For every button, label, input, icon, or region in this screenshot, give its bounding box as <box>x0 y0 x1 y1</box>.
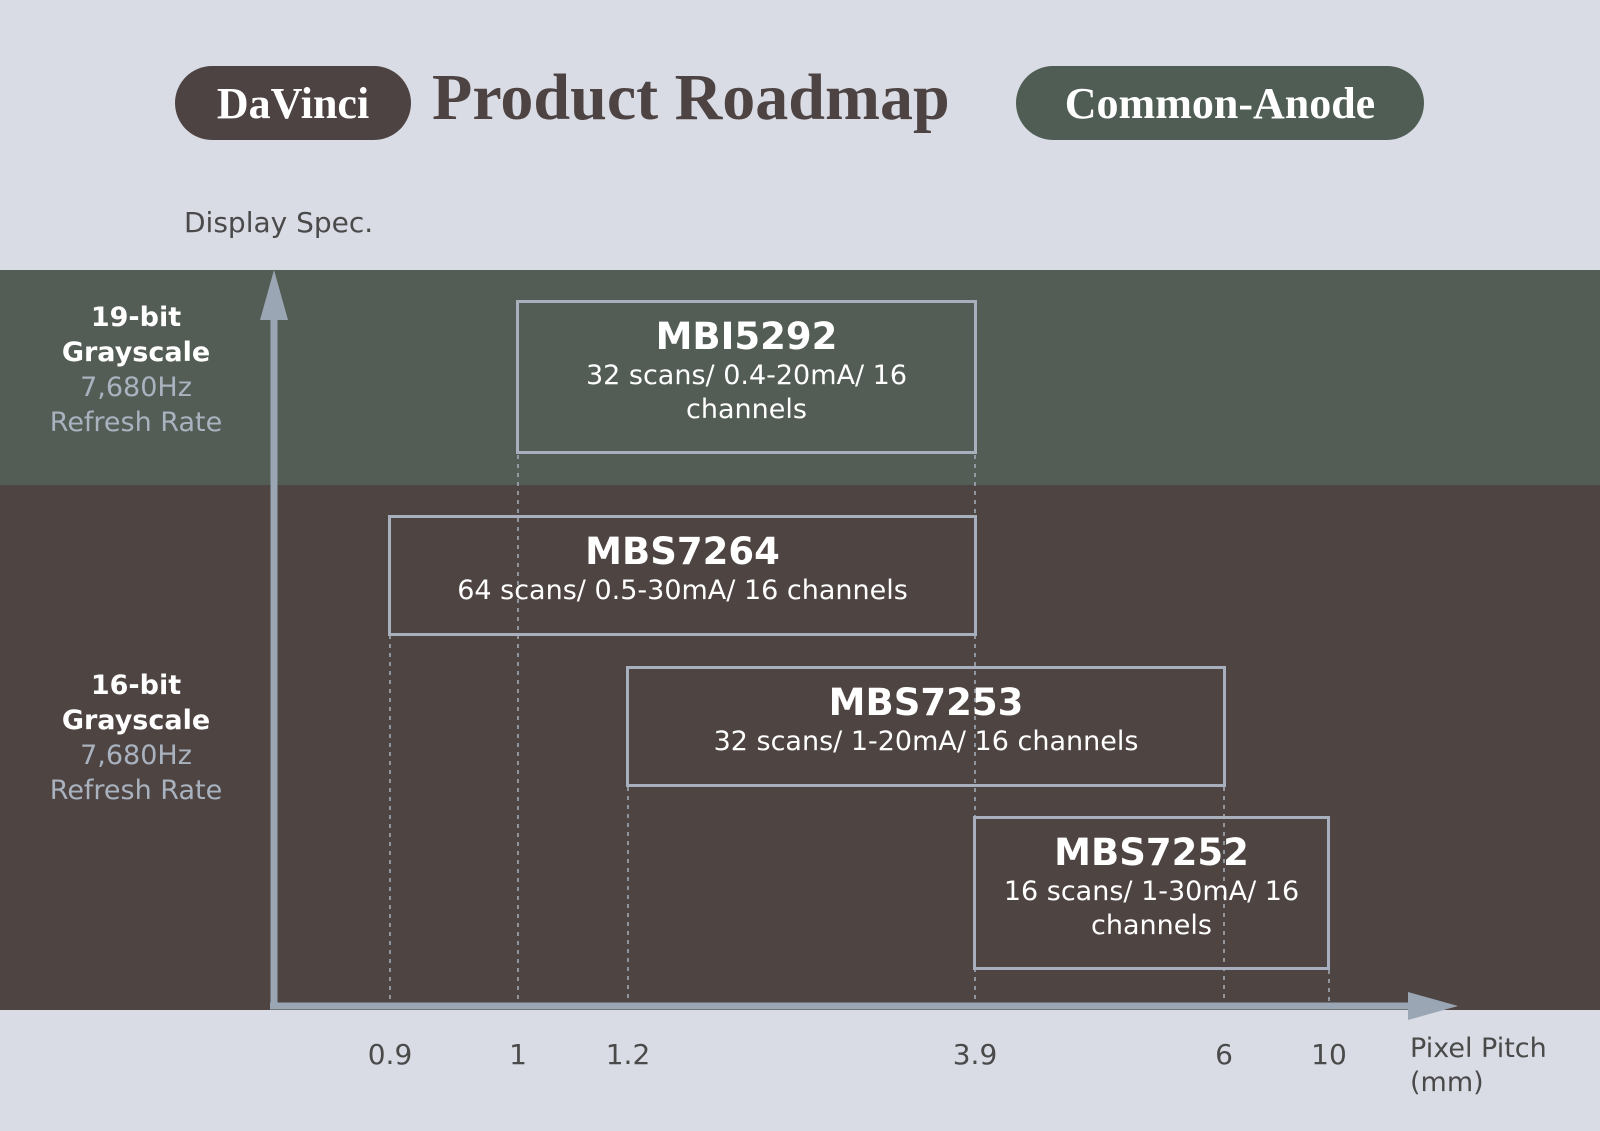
product-name: MBI5292 <box>655 315 838 358</box>
product-name: MBS7252 <box>1054 831 1249 874</box>
product-spec: 64 scans/ 0.5-30mA/ 16 channels <box>457 575 908 606</box>
x-axis-title-line: Pixel Pitch <box>1410 1033 1547 1064</box>
tier-refresh-hz: 7,680Hz <box>80 372 192 403</box>
x-tick-label: 6 <box>1215 1038 1233 1071</box>
x-tick-label: 0.9 <box>367 1038 413 1071</box>
product-box-mbi5292: MBI5292 32 scans/ 0.4-20mA/ 16 channels <box>516 300 977 454</box>
y-axis-arrow <box>260 270 288 320</box>
product-spec: 32 scans/ 0.4-20mA/ 16 channels <box>585 360 908 425</box>
product-name: MBS7253 <box>828 681 1024 724</box>
product-name: MBS7264 <box>585 530 780 573</box>
tier-grayscale: Grayscale <box>61 337 211 368</box>
tier-refresh-hz: 7,680Hz <box>80 740 192 771</box>
tier-refresh-label: Refresh Rate <box>49 775 223 806</box>
product-box-mbs7253: MBS7253 32 scans/ 1-20mA/ 16 channels <box>626 666 1226 787</box>
x-tick-label: 3.9 <box>952 1038 998 1071</box>
brand-badge: DaVinci <box>175 66 411 140</box>
tier-refresh-label: Refresh Rate <box>49 407 223 438</box>
anode-type-badge: Common-Anode <box>1016 66 1424 140</box>
y-axis-title: Display Spec. <box>184 206 374 239</box>
product-spec: 32 scans/ 1-20mA/ 16 channels <box>713 726 1139 757</box>
tier-bit-depth: 19-bit <box>90 302 182 333</box>
tier-grayscale: Grayscale <box>61 705 211 736</box>
x-tick-label: 1 <box>509 1038 527 1071</box>
product-spec: 16 scans/ 1-30mA/ 16 channels <box>1003 876 1300 941</box>
tier-band-16bit <box>0 485 1600 1010</box>
page-title: Product Roadmap <box>432 61 950 134</box>
x-tick-label: 1.2 <box>605 1038 651 1071</box>
tier-bit-depth: 16-bit <box>90 670 182 701</box>
header: DaVinci Product Roadmap Common-Anode Dis… <box>0 0 1600 270</box>
product-box-mbs7264: MBS7264 64 scans/ 0.5-30mA/ 16 channels <box>388 515 977 636</box>
tier-label-16bit: 16-bit Grayscale 7,680Hz Refresh Rate <box>0 668 272 808</box>
product-box-mbs7252: MBS7252 16 scans/ 1-30mA/ 16 channels <box>973 816 1330 970</box>
tier-label-19bit: 19-bit Grayscale 7,680Hz Refresh Rate <box>0 300 272 440</box>
x-axis-arrow <box>1408 992 1458 1020</box>
x-axis-title: Pixel Pitch (mm) <box>1410 1032 1547 1100</box>
x-tick-label: 10 <box>1311 1038 1347 1071</box>
x-axis-title-unit: (mm) <box>1410 1067 1484 1098</box>
